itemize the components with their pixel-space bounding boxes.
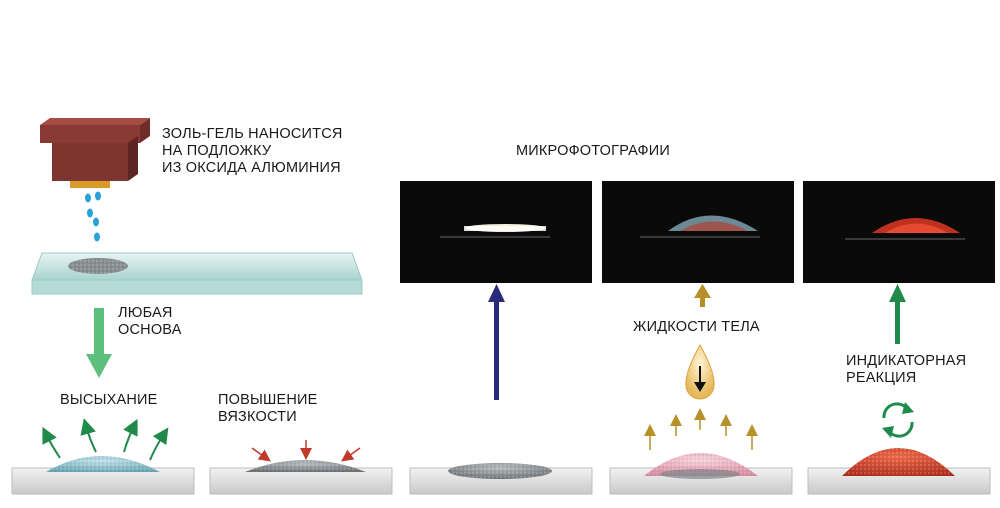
viscosity-label-line1: ПОВЫШЕНИЕ [218,392,318,408]
sol-gel-label-line2: НА ПОДЛОЖКУ [162,143,272,159]
navy-arrow [488,284,505,400]
gold-arrow [694,284,711,307]
green-arrow [889,284,906,344]
viscosity-label-line2: ВЯЗКОСТИ [218,409,297,425]
evaporation-arrows [42,418,169,461]
slab-body-fluids [609,453,793,495]
micrograph-2 [602,181,794,283]
alumina-glass-substrate [31,252,363,295]
slab-drying [11,456,195,495]
sol-gel-label-line1: ЗОЛЬ-ГЕЛЬ НАНОСИТСЯ [162,126,343,142]
drying-label: ВЫСЫХАНИЕ [60,392,158,408]
micrograph-1 [400,181,592,283]
any-base-label-line2: ОСНОВА [118,322,182,338]
any-base-label-line1: ЛЮБАЯ [118,305,173,321]
indicator-label-line1: ИНДИКАТОРНАЯ [846,353,967,369]
any-base-arrow [86,308,112,378]
indicator-label-line2: РЕАКЦИЯ [846,370,917,386]
body-fluids-label: ЖИДКОСТИ ТЕЛА [633,319,760,335]
micrographs-label: МИКРОФОТОГРАФИИ [516,143,670,159]
slab-indicator [807,448,991,495]
body-fluid-drop-icon [685,343,715,400]
micrograph-3 [803,181,995,283]
sol-gel-droplets [85,191,101,242]
sol-gel-label-line3: ИЗ ОКСИДА АЛЮМИНИЯ [162,160,341,176]
absorption-arrows [644,408,758,450]
compression-arrows [251,440,361,462]
dispenser-icon [40,118,150,188]
slab-viscosity [209,460,393,495]
reaction-cycle-icon [882,402,914,438]
slab-dried [409,463,593,495]
